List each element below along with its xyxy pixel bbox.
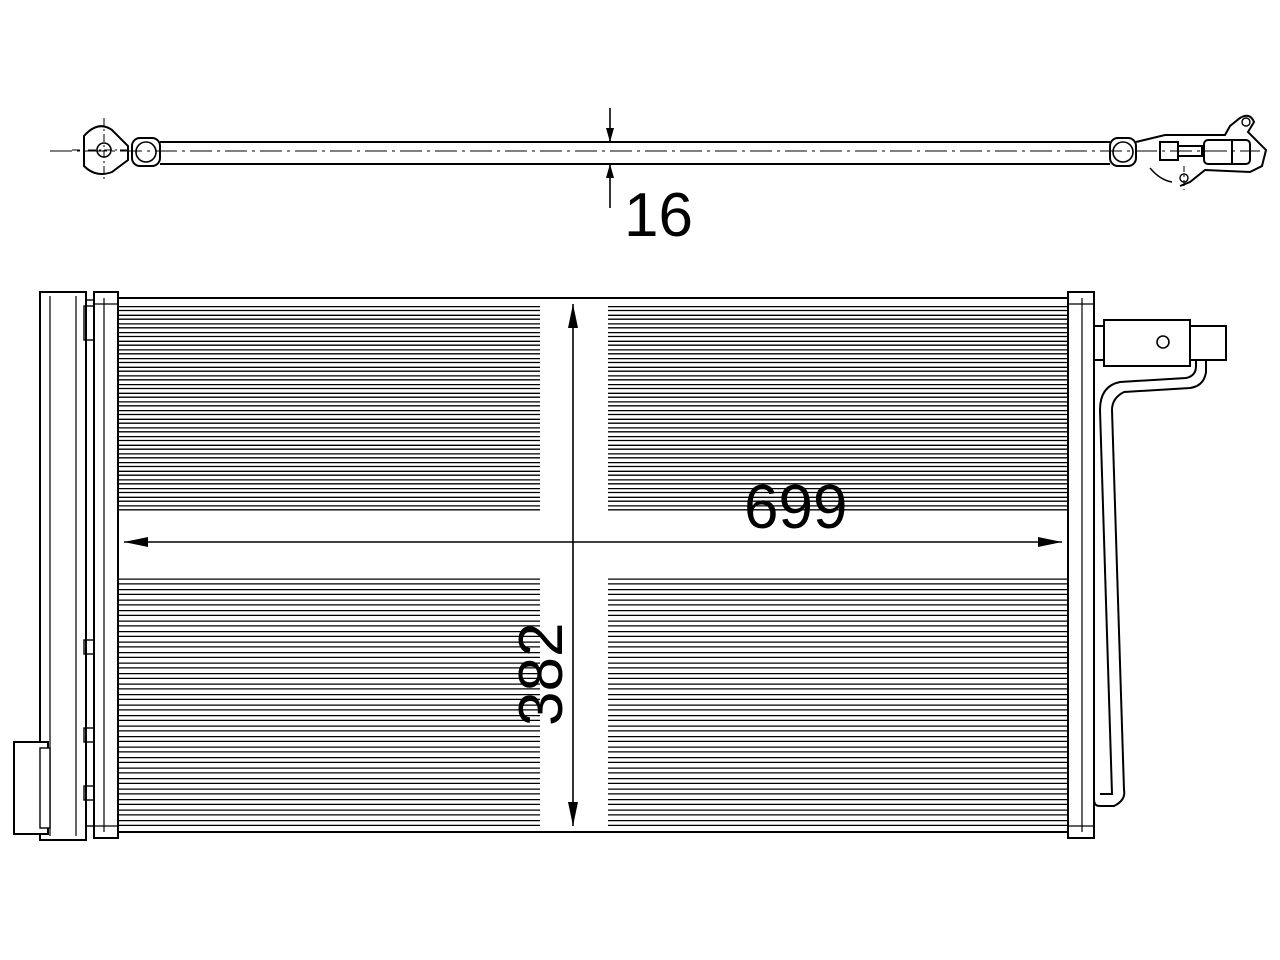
refrigerant-pipe — [1093, 360, 1207, 807]
core-frame — [117, 297, 1069, 833]
right-header-tank — [1067, 291, 1095, 839]
left-header-tank-top — [131, 137, 161, 167]
pipe-connector-top — [1135, 114, 1268, 190]
top-view — [50, 108, 1268, 208]
left-mounting-bracket — [72, 118, 136, 182]
receiver-drier — [13, 291, 97, 841]
width-arrow-left — [124, 537, 148, 547]
front-view — [13, 291, 1227, 841]
thickness-arrow-bottom — [606, 164, 614, 178]
thickness-arrow-top — [606, 128, 614, 142]
width-label: 699 — [744, 473, 847, 542]
height-label: 382 — [507, 623, 576, 726]
pipe-flange-block — [1093, 319, 1227, 367]
height-arrow-top — [568, 304, 578, 328]
right-header-tank-top — [1109, 137, 1137, 167]
core-tubes — [118, 305, 1068, 827]
height-arrow-bottom — [568, 802, 578, 826]
thickness-label: 16 — [624, 181, 693, 250]
left-header-tank — [93, 291, 119, 839]
width-arrow-right — [1038, 537, 1062, 547]
